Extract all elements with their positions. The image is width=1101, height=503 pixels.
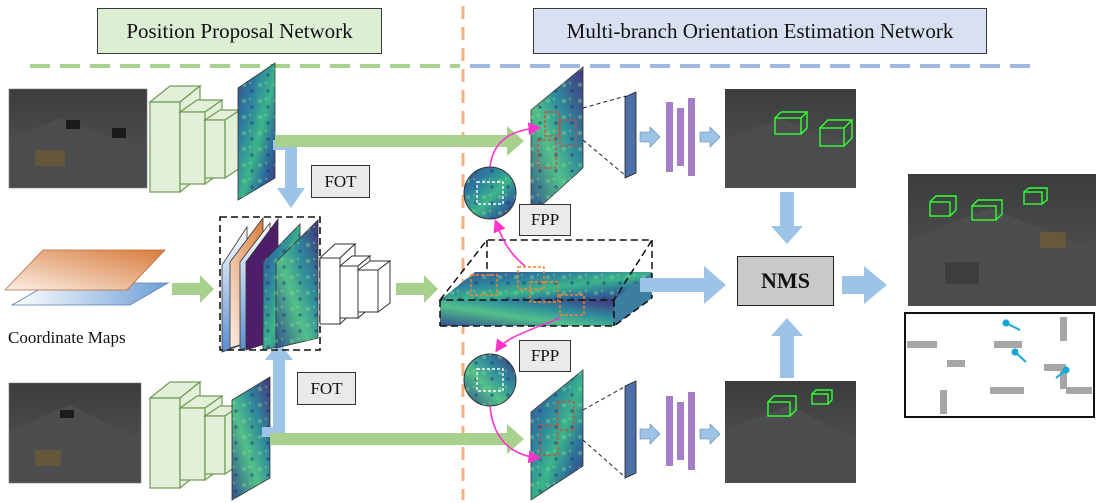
fot-module-bottom: FOT bbox=[297, 372, 356, 405]
result-view-bottom bbox=[725, 381, 856, 483]
fpp-module-bottom: FPP bbox=[519, 340, 571, 372]
branch-feature-bottom bbox=[530, 369, 584, 501]
camera-view-top bbox=[8, 88, 148, 189]
feature-stack-middle bbox=[219, 216, 321, 353]
result-view-top bbox=[725, 89, 856, 188]
camera-view-bottom bbox=[8, 382, 142, 484]
orientation-head-top bbox=[624, 91, 721, 179]
arrow-bottom-to-nms bbox=[771, 318, 803, 378]
arrow-nms-to-output bbox=[842, 266, 887, 304]
arrow-stack-to-plane bbox=[396, 275, 438, 303]
fpp-zoom-top bbox=[463, 166, 517, 220]
conv-block-top bbox=[148, 84, 242, 194]
feature-map-bottom bbox=[231, 376, 271, 501]
position-proposal-network-title: Position Proposal Network bbox=[97, 8, 382, 54]
fot-arrow-top bbox=[273, 140, 305, 208]
arrow-coord-to-stack bbox=[172, 275, 214, 303]
arrow-feature-top-to-branch bbox=[275, 126, 524, 156]
fot-module-top: FOT bbox=[311, 165, 370, 198]
branch-feature-top bbox=[530, 66, 584, 216]
coordinate-maps-label: Coordinate Maps bbox=[8, 328, 126, 347]
fpp-links bbox=[489, 122, 561, 464]
feature-map-top bbox=[237, 62, 276, 201]
fpp-zoom-bottom bbox=[463, 353, 517, 407]
final-result-view bbox=[908, 174, 1096, 306]
conv-block-middle bbox=[318, 242, 392, 326]
orientation-head-bottom bbox=[624, 380, 721, 479]
arrow-plane-to-nms bbox=[640, 266, 726, 304]
coordinate-maps bbox=[4, 249, 170, 306]
ground-plane-projection bbox=[438, 239, 654, 327]
occupancy-map bbox=[904, 312, 1095, 418]
conv-block-bottom bbox=[148, 380, 242, 490]
arrow-feature-bottom-to-branch bbox=[270, 424, 524, 454]
fot-arrow-bottom bbox=[262, 342, 293, 437]
arrow-top-to-nms bbox=[771, 192, 803, 244]
fpp-module-top: FPP bbox=[519, 204, 571, 236]
nms-block: NMS bbox=[737, 256, 834, 306]
zoom-lines bbox=[582, 95, 627, 479]
orientation-network-title: Multi-branch Orientation Estimation Netw… bbox=[533, 8, 987, 54]
